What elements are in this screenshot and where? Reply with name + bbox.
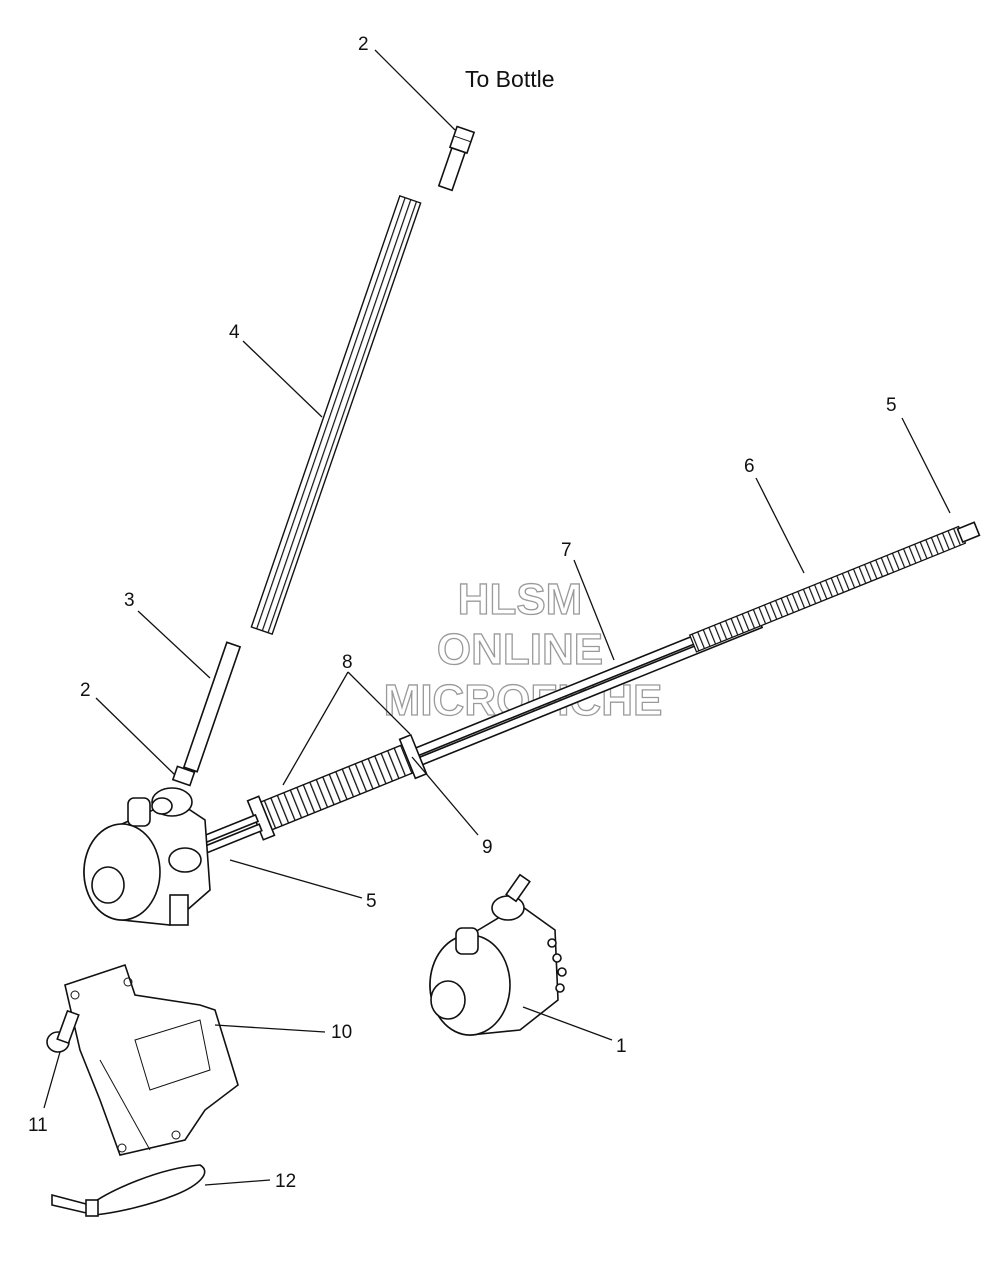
- callout-5-right: 5: [886, 395, 897, 416]
- bolt: [46, 1009, 80, 1053]
- callout-2-top: 2: [358, 34, 369, 55]
- callout-2-left: 2: [80, 680, 91, 701]
- to-bottle-note: To Bottle: [465, 66, 555, 92]
- bracket: [64, 963, 239, 1156]
- watermark-line-2: ONLINE: [437, 625, 603, 674]
- cable-tie: [51, 1164, 206, 1217]
- callout-8: 8: [342, 652, 353, 673]
- pump-standalone: [429, 873, 567, 1036]
- leader-lines: [43, 49, 951, 1186]
- callout-7: 7: [561, 540, 572, 561]
- callout-5-bottom: 5: [366, 891, 377, 912]
- pump-assembled: [83, 787, 211, 926]
- long-hose-assembly: [161, 521, 981, 870]
- bottle-hose-assembly: [171, 125, 476, 787]
- callout-10: 10: [331, 1022, 352, 1043]
- callout-3: 3: [124, 590, 135, 611]
- callout-4: 4: [229, 322, 240, 343]
- callout-9: 9: [482, 837, 493, 858]
- callout-11: 11: [28, 1115, 48, 1136]
- watermark: HLSM ONLINE MICROFICHE: [383, 574, 663, 725]
- callout-6: 6: [744, 456, 755, 477]
- callout-1: 1: [616, 1036, 627, 1057]
- callout-12: 12: [275, 1171, 296, 1192]
- watermark-line-1: HLSM: [458, 575, 583, 624]
- callout-labels: 2 4 3 2 8 7 6 5 9 5 10 11 1 12: [28, 34, 897, 1192]
